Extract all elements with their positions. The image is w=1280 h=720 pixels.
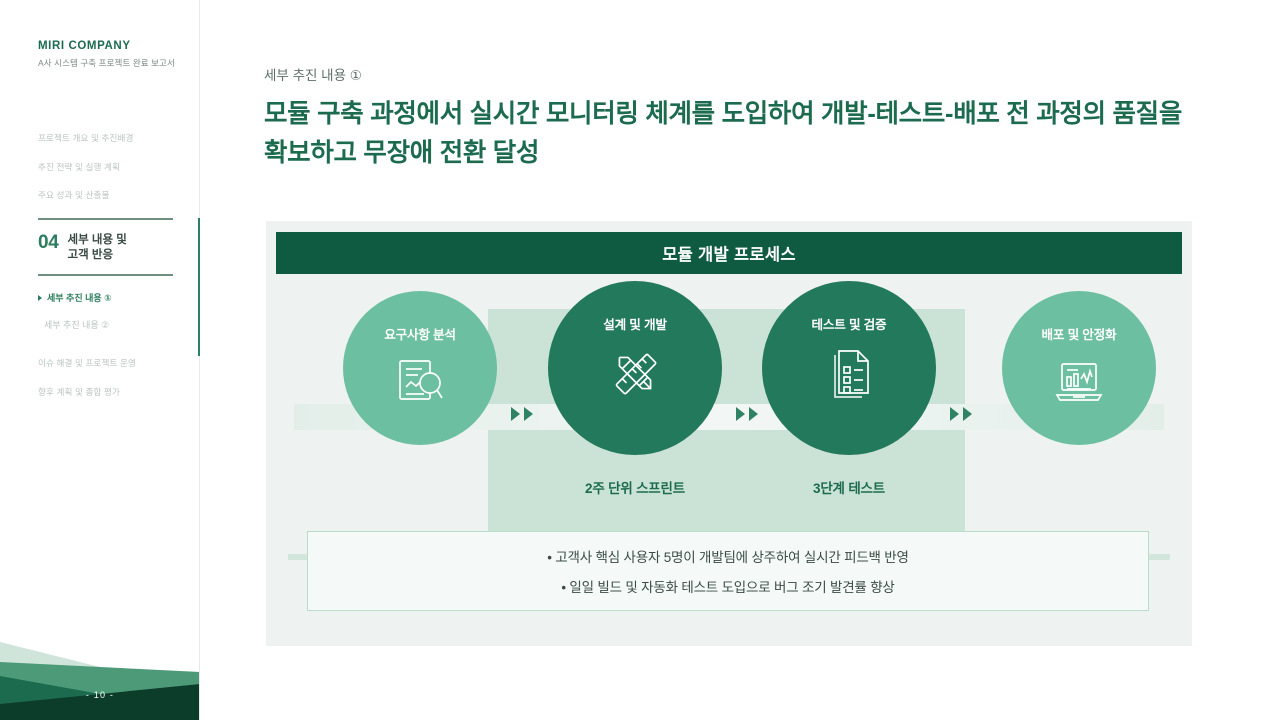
main-content: 세부 추진 내용 ① 모듈 구축 과정에서 실시간 모니터링 체계를 도입하여 …	[200, 0, 1280, 720]
sidebar-item-overview[interactable]: 프로젝트 개요 및 추진배경	[38, 133, 134, 143]
process-step-4[interactable]: 배포 및 안정화	[1002, 291, 1156, 445]
checklist-document-icon	[820, 343, 878, 406]
process-diagram-card: 모듈 개발 프로세스 요구사항 분석	[266, 221, 1192, 646]
triangle-right-icon	[38, 294, 42, 301]
brand-name: MIRI COMPANY	[38, 40, 131, 52]
page-title: 모듈 구축 과정에서 실시간 모니터링 체계를 도입하여 개발-테스트-배포 전…	[264, 100, 1182, 167]
sidebar-sub-list: 세부 추진 내용 ① 세부 추진 내용 ②	[38, 291, 194, 345]
chevron-right-icon	[736, 407, 745, 421]
sidebar-nav-bottom: 이슈 해결 및 프로젝트 운영 향후 계획 및 종합 평가	[38, 357, 198, 415]
process-step-2[interactable]: 설계 및 개발	[548, 281, 722, 455]
sidebar-item-issues[interactable]: 이슈 해결 및 프로젝트 운영	[38, 358, 137, 368]
diagram-stage: 요구사항 분석	[266, 274, 1192, 560]
laptop-dashboard-icon	[1051, 353, 1107, 414]
sidebar-item-detail-1[interactable]: 세부 추진 내용 ①	[38, 291, 194, 304]
sidebar-current-section: 04 세부 내용 및 고객 반응	[38, 218, 173, 276]
process-step-2-sublabel: 2주 단위 스프린트	[585, 481, 685, 496]
section-number: 04	[38, 231, 59, 253]
note-item-2: • 일일 빌드 및 자동화 테스트 도입으로 버그 조기 발견률 향상	[561, 579, 895, 595]
chevron-right-icon	[524, 407, 533, 421]
notes-box: • 고객사 핵심 사용자 5명이 개발팀에 상주하여 실시간 피드백 반영 • …	[307, 531, 1149, 611]
process-step-2-label: 설계 및 개발	[603, 318, 667, 332]
sidebar-item-detail-2-label: 세부 추진 내용 ②	[44, 320, 110, 330]
section-title-line1: 세부 내용 및	[67, 233, 127, 246]
page-number: - 10 -	[85, 690, 115, 700]
brand-subtitle: A사 시스템 구축 프로젝트 완료 보고서	[38, 58, 175, 68]
note-item-1: • 고객사 핵심 사용자 5명이 개발팀에 상주하여 실시간 피드백 반영	[547, 550, 909, 565]
sidebar-divider	[199, 0, 200, 720]
process-step-4-label: 배포 및 안정화	[1041, 328, 1117, 342]
decorative-corner: - 10 -	[0, 580, 200, 720]
process-step-1-label: 요구사항 분석	[384, 328, 456, 342]
process-step-3-label: 테스트 및 검증	[811, 318, 887, 332]
chevron-right-icon	[963, 407, 972, 421]
brand-block: MIRI COMPANY A사 시스템 구축 프로젝트 완료 보고서	[38, 40, 175, 69]
corner-triangles-icon	[0, 642, 200, 720]
process-step-3[interactable]: 테스트 및 검증	[762, 281, 936, 455]
section-title-line2: 고객 반응	[67, 248, 114, 261]
page-eyebrow: 세부 추진 내용 ①	[264, 68, 362, 83]
section-title: 세부 내용 및 고객 반응	[68, 232, 127, 264]
section-rule-top	[38, 218, 173, 220]
process-step-3-sublabel: 3단계 테스트	[813, 481, 885, 496]
process-arrow-3	[950, 407, 972, 421]
process-arrow-2	[736, 407, 758, 421]
document-search-icon	[392, 353, 448, 414]
sidebar-item-strategy[interactable]: 추진 전략 및 실행 계획	[38, 161, 121, 172]
chevron-right-icon	[749, 407, 758, 421]
sidebar-item-future-plan[interactable]: 향후 계획 및 종합 평가	[38, 387, 121, 397]
sidebar-item-detail-1-label: 세부 추진 내용 ①	[47, 293, 112, 303]
sidebar-nav-top: 프로젝트 개요 및 추진배경 추진 전략 및 실행 계획 주요 성과 및 산출물	[38, 132, 188, 218]
chevron-right-icon	[511, 407, 520, 421]
sidebar-item-detail-2[interactable]: 세부 추진 내용 ②	[44, 318, 194, 331]
diagram-header: 모듈 개발 프로세스	[276, 232, 1182, 274]
sidebar-item-results[interactable]: 주요 성과 및 산출물	[38, 190, 110, 200]
ruler-pencil-icon	[605, 343, 665, 408]
process-step-1[interactable]: 요구사항 분석	[343, 291, 497, 445]
section-rule-bottom	[38, 274, 173, 276]
sidebar-active-accent	[198, 218, 200, 356]
process-arrow-1	[511, 407, 533, 421]
sidebar: MIRI COMPANY A사 시스템 구축 프로젝트 완료 보고서 프로젝트 …	[0, 0, 200, 720]
chevron-right-icon	[950, 407, 959, 421]
